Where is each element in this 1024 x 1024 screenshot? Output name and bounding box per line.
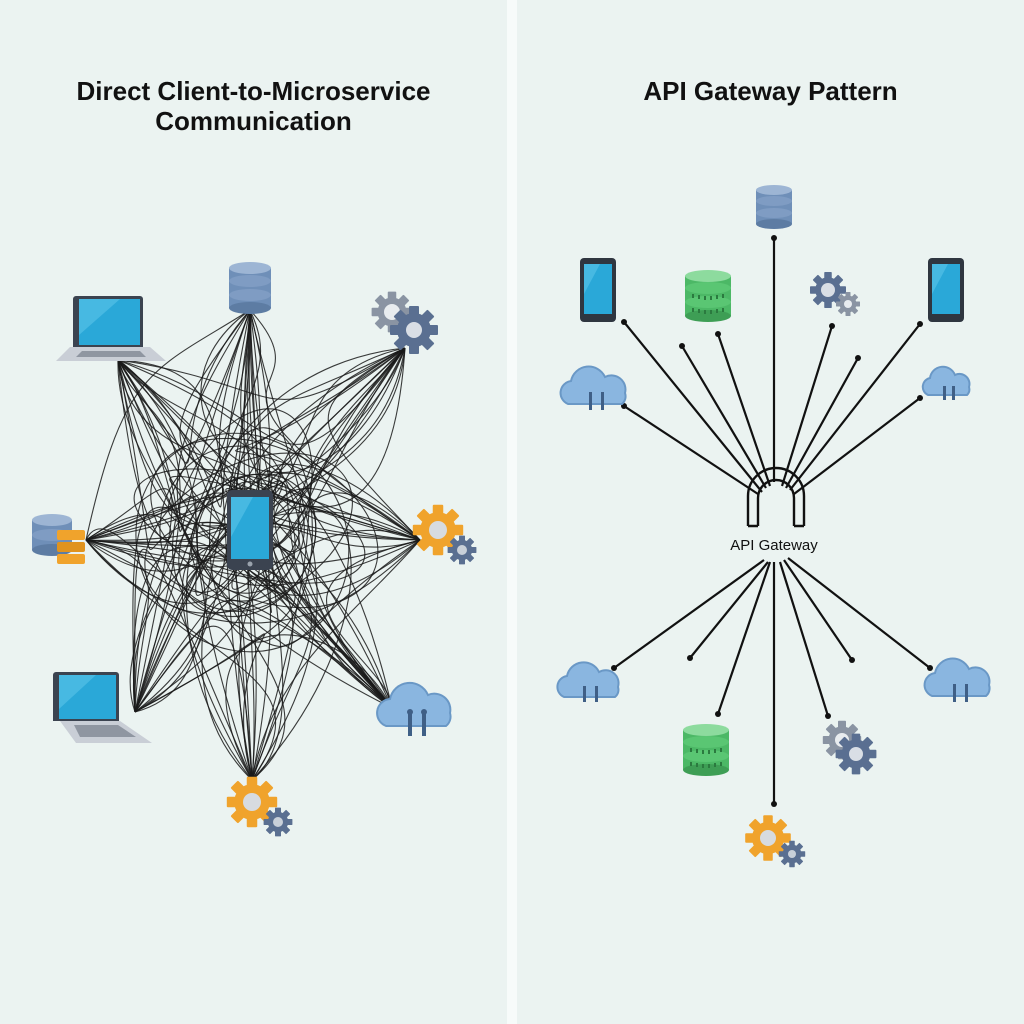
mesh-swirl-line xyxy=(190,487,296,602)
cloud-icon xyxy=(376,681,452,736)
mesh-connection-line xyxy=(85,539,277,781)
api-gateway-icon xyxy=(746,466,806,528)
mesh-swirl-line xyxy=(208,427,313,643)
mesh-connection-line xyxy=(169,475,421,541)
mesh-connection-line xyxy=(85,470,273,544)
laptop-icon xyxy=(56,296,166,361)
mesh-swirl-line xyxy=(144,452,353,614)
mesh-connection-line xyxy=(268,347,406,709)
laptop-icon xyxy=(53,672,152,743)
mobile-phone-icon xyxy=(227,490,273,570)
panel-divider xyxy=(507,0,517,1024)
mesh-connection-line xyxy=(117,359,286,781)
mesh-connection-line xyxy=(134,633,266,781)
gears-icon xyxy=(226,776,293,837)
mesh-connection-line xyxy=(249,482,393,709)
mesh-connection-line xyxy=(181,546,393,781)
gears-icon xyxy=(810,272,860,316)
mesh-connection-line xyxy=(176,309,393,709)
mesh-swirl-line xyxy=(171,408,313,614)
mobile-phone-icon xyxy=(928,258,964,322)
mesh-connection-line xyxy=(85,488,173,713)
mesh-connection-line xyxy=(249,505,352,781)
database-stack-icon xyxy=(32,514,85,564)
mesh-connection-line xyxy=(134,309,262,713)
mesh-connection-line xyxy=(201,309,253,781)
mesh-swirl-line xyxy=(135,432,350,653)
mesh-connection-line xyxy=(234,347,406,781)
mesh-connection-line xyxy=(167,309,393,709)
mesh-connection-line xyxy=(134,347,406,713)
cloud-icon xyxy=(556,661,620,702)
mesh-connection-line xyxy=(235,347,421,541)
mesh-connection-line xyxy=(326,539,421,709)
mesh-swirl-line xyxy=(196,473,305,594)
mesh-connection-line xyxy=(132,506,393,713)
mesh-connection-line xyxy=(117,359,181,713)
mesh-connection-line xyxy=(85,309,251,541)
api-gateway-label: API Gateway xyxy=(730,537,818,554)
gears-icon xyxy=(412,504,477,565)
cloud-icon xyxy=(921,365,971,400)
green-server-icon xyxy=(683,724,729,776)
cloud-icon xyxy=(923,657,991,702)
mesh-connection-line xyxy=(129,309,251,713)
green-server-icon xyxy=(685,270,731,322)
gears-icon xyxy=(745,815,806,868)
mesh-connection-line xyxy=(117,359,393,709)
mesh-connection-line xyxy=(117,359,253,781)
mesh-connection-line xyxy=(249,309,318,781)
database-icon xyxy=(229,262,271,314)
mesh-connection-line xyxy=(117,359,251,550)
cloud-icon xyxy=(559,365,627,410)
mesh-connection-line xyxy=(231,529,421,590)
database-icon xyxy=(756,185,792,229)
left-panel-title: Direct Client-to-Microservice Communicat… xyxy=(76,76,431,136)
gateway-connections xyxy=(613,238,931,804)
mesh-swirl-line xyxy=(159,445,317,612)
mesh-swirl-line xyxy=(133,468,366,584)
mesh-connection-line xyxy=(85,347,406,541)
right-panel-title: API Gateway Pattern xyxy=(643,76,898,106)
mesh-connection-line xyxy=(85,539,393,709)
mesh-connection-line xyxy=(85,481,421,541)
mesh-connection-line xyxy=(238,529,294,781)
mesh-connection-line xyxy=(117,347,406,401)
gears-icon xyxy=(822,720,877,775)
mesh-connection-line xyxy=(134,548,253,781)
connection-endpoints xyxy=(611,235,933,807)
gears-icon xyxy=(371,291,438,354)
mobile-phone-icon xyxy=(580,258,616,322)
mesh-connection-line xyxy=(225,634,393,781)
